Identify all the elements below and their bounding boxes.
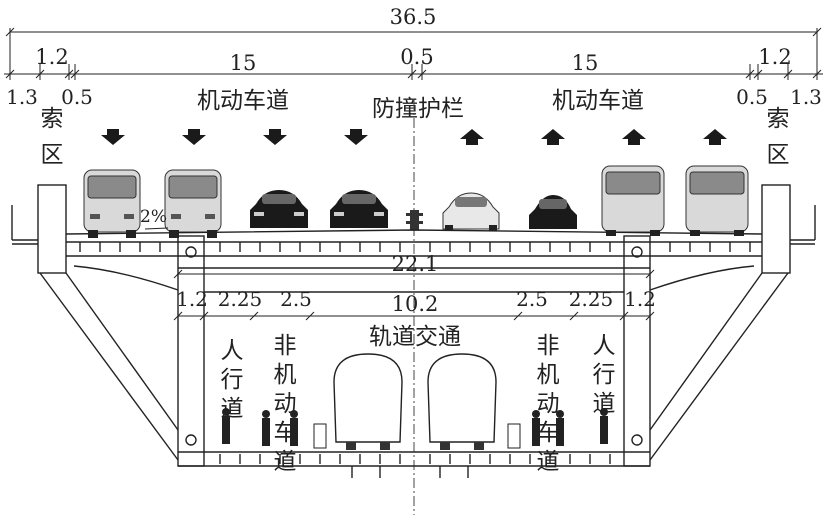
label-barrier: 防撞护栏 — [372, 96, 464, 122]
pedestrian-icon — [290, 410, 298, 446]
dim-nonmotor-left: 2.5 — [280, 287, 312, 311]
dim-cross-slope: 2% — [140, 207, 167, 227]
dim-cable-outer-left: 1.2 — [35, 45, 68, 69]
train-icon — [333, 353, 403, 450]
label-motor-lane-right: 机动车道 — [552, 88, 644, 114]
label-sidewalk-right: 人 行 道 — [593, 333, 616, 417]
car-icon — [330, 190, 388, 228]
svg-text:道: 道 — [274, 449, 297, 475]
svg-text:动: 动 — [537, 391, 560, 417]
barrier-icon — [406, 210, 423, 230]
svg-text:道: 道 — [221, 396, 244, 422]
down-arrow-icon — [182, 129, 206, 145]
label-rail-transit: 轨道交通 — [369, 324, 461, 350]
svg-text:车: 车 — [537, 420, 560, 446]
inner-dimension-lines — [173, 269, 655, 321]
down-arrow-icon — [344, 129, 368, 145]
label-sidewalk-left: 人 行 道 — [221, 338, 244, 422]
train-icon — [427, 353, 497, 450]
dim-lane-right: 15 — [572, 51, 599, 75]
svg-text:非: 非 — [537, 333, 560, 359]
bus-icon — [164, 169, 222, 238]
vehicles — [83, 165, 749, 238]
dim-cable-outer-right: 1.2 — [758, 45, 791, 69]
dim-cable-left-b: 0.5 — [61, 85, 93, 109]
label-cable-zone-left-2: 区 — [41, 142, 64, 168]
svg-text:车: 车 — [274, 420, 297, 446]
fence-right — [507, 423, 521, 449]
label-nonmotor-left: 非 机 动 车 道 — [274, 333, 297, 475]
fence-left — [313, 423, 327, 449]
label-cable-zone-right-2: 区 — [767, 142, 790, 168]
svg-text:行: 行 — [221, 367, 244, 393]
dim-nonmotor-right: 2.5 — [516, 287, 548, 311]
dim-pier-right: 1.2 — [624, 287, 656, 311]
dim-box-width: 22.1 — [392, 252, 439, 276]
dim-lane-left: 15 — [230, 51, 257, 75]
svg-text:机: 机 — [537, 362, 560, 388]
label-cable-zone-left-1: 索 — [41, 106, 64, 132]
bus-icon — [83, 169, 141, 238]
traffic-arrows — [101, 129, 727, 145]
pedestrian-icon — [532, 410, 540, 446]
dim-cable-left-a: 1.3 — [6, 85, 38, 109]
pedestrian-icon — [556, 410, 564, 446]
svg-text:非: 非 — [274, 333, 297, 359]
label-nonmotor-right: 非 机 动 车 道 — [537, 333, 560, 475]
dim-cable-right-a: 0.5 — [736, 85, 768, 109]
pedestrian-icon — [600, 408, 608, 444]
down-arrow-icon — [101, 129, 125, 145]
label-motor-lane-left: 机动车道 — [197, 88, 289, 114]
car-icon — [250, 190, 308, 228]
svg-text:行: 行 — [593, 362, 616, 388]
dim-inner-width: 10.2 — [392, 292, 439, 316]
up-arrow-icon — [541, 129, 565, 145]
top-dimension-lines — [4, 27, 823, 80]
svg-text:人: 人 — [593, 333, 616, 359]
dim-median: 0.5 — [400, 45, 433, 69]
dim-pier-left: 1.2 — [176, 287, 208, 311]
pedestrians-left — [222, 408, 327, 449]
bridge-structure — [11, 184, 816, 478]
bus-icon — [685, 165, 749, 236]
pedestrian-icon — [222, 408, 230, 444]
svg-text:道: 道 — [593, 391, 616, 417]
svg-text:人: 人 — [221, 338, 244, 364]
bus-icon — [601, 165, 665, 236]
dim-sidewalk-left: 2.25 — [218, 287, 263, 311]
slope-arrow — [144, 227, 169, 230]
label-cable-zone-right-1: 索 — [767, 106, 790, 132]
car-icon — [529, 195, 577, 229]
dim-total-width: 36.5 — [390, 5, 437, 29]
svg-text:动: 动 — [274, 391, 297, 417]
dim-sidewalk-right: 2.25 — [569, 287, 614, 311]
svg-text:机: 机 — [274, 362, 297, 388]
pedestrians-right — [507, 408, 608, 449]
svg-text:道: 道 — [537, 449, 560, 475]
car-icon — [442, 192, 500, 231]
dim-cable-right-b: 1.3 — [790, 85, 822, 109]
up-arrow-icon — [622, 129, 646, 145]
up-arrow-icon — [703, 129, 727, 145]
up-arrow-icon — [460, 129, 484, 145]
down-arrow-icon — [263, 129, 287, 145]
pedestrian-icon — [262, 410, 270, 446]
